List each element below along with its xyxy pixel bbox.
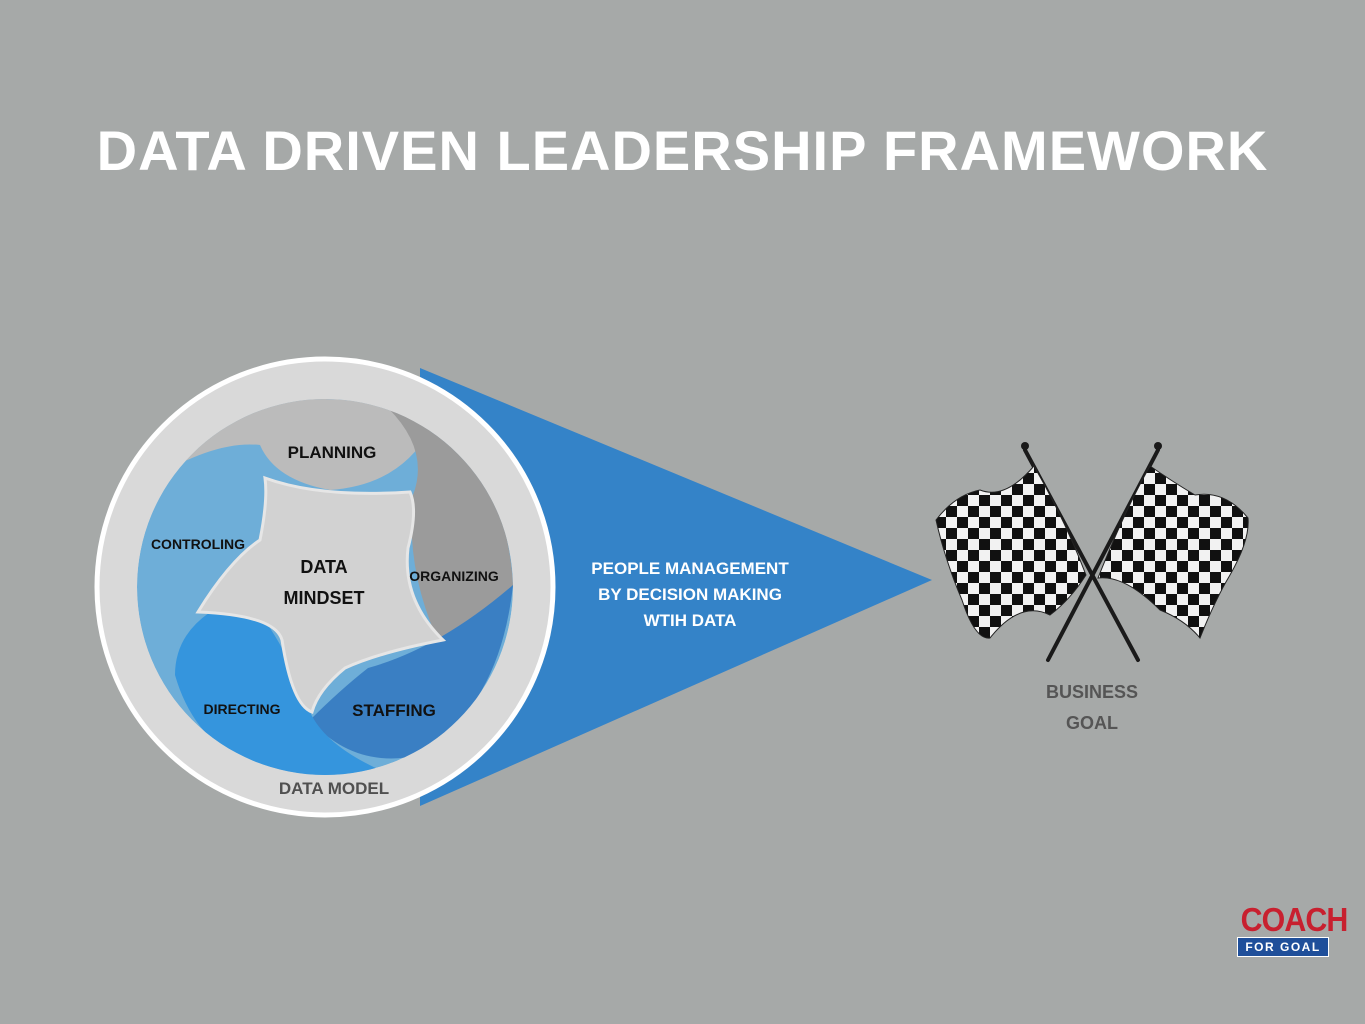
logo-top-text: COACH [1240, 901, 1349, 938]
business-goal-line1: BUSINESS [1046, 682, 1138, 702]
coach-for-goal-logo: COACH FOR GOAL [1237, 901, 1349, 957]
cone-text-line1: PEOPLE MANAGEMENT [591, 559, 789, 578]
data-model-label: DATA MODEL [279, 779, 389, 798]
data-mindset-center [195, 475, 447, 714]
center-label-line1: DATA [300, 557, 347, 577]
checkered-flags-icon [935, 442, 1249, 662]
page-title: DATA DRIVEN LEADERSHIP FRAMEWORK [96, 119, 1269, 182]
directing-segment [175, 595, 380, 775]
staffing-segment [310, 585, 513, 759]
management-wheel [137, 399, 513, 775]
staffing-label: STAFFING [352, 701, 436, 720]
cone-text-line2: BY DECISION MAKING [598, 585, 782, 604]
cone-text-line3: WTIH DATA [644, 611, 737, 630]
organizing-label: ORGANIZING [409, 568, 499, 584]
logo-bottom-text: FOR GOAL [1237, 937, 1329, 957]
business-goal-line2: GOAL [1066, 713, 1118, 733]
planning-label: PLANNING [288, 443, 377, 462]
decision-cone [420, 368, 932, 806]
organizing-segment [388, 408, 513, 645]
controling-label: CONTROLING [151, 536, 245, 552]
center-label-line2: MINDSET [284, 588, 365, 608]
directing-label: DIRECTING [204, 701, 281, 717]
